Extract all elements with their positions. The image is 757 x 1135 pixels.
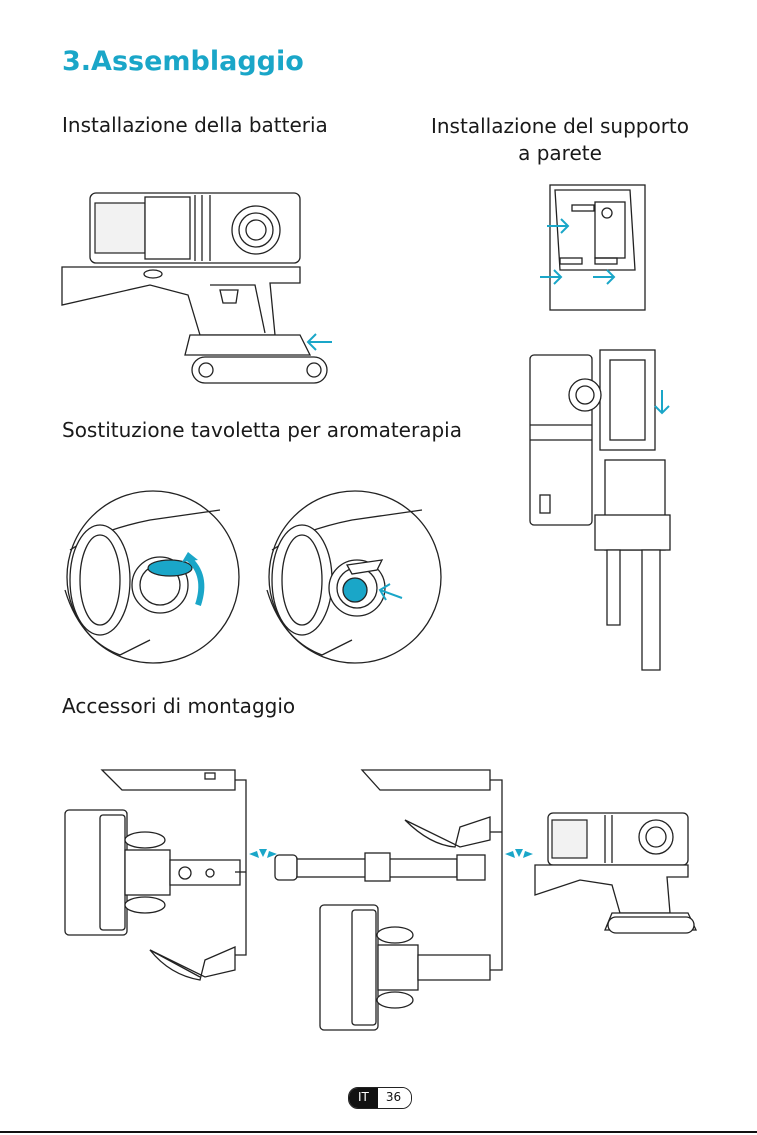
connect-dots-icon-2: [505, 849, 533, 858]
battery-pack: [185, 335, 310, 355]
heading-wall-mount-line2: a parete: [420, 140, 700, 167]
brush-tool-2: [405, 817, 490, 847]
connect-dots-icon: [249, 849, 277, 858]
wall-mount-hanging-illustration: [525, 345, 685, 675]
accessories-illustration: [60, 765, 700, 1040]
heading-accessories: Accessori di montaggio: [62, 694, 295, 718]
aroma-step1-illustration: [60, 490, 250, 665]
motor-vent-icon-2: [569, 379, 601, 411]
heading-battery-install: Installazione della batteria: [62, 113, 328, 137]
motor-vent-icon-3: [639, 820, 673, 854]
page-number: 36: [378, 1088, 411, 1108]
bottom-rule: [0, 1131, 757, 1133]
wall-bracket: [600, 350, 655, 450]
heading-wall-mount: Installazione del supporto a parete: [420, 113, 700, 167]
vacuum-tube: [642, 550, 660, 670]
aroma-tablet: [343, 578, 367, 602]
vacuum-handle-body: [62, 193, 327, 383]
wall-mount-screws-illustration: [535, 180, 655, 315]
heading-aroma-tablet: Sostituzione tavoletta per aromaterapia: [62, 418, 462, 442]
battery-install-illustration: [60, 185, 340, 385]
heading-wall-mount-line1: Installazione del supporto: [420, 113, 700, 140]
section-title: 3.Assemblaggio: [62, 46, 304, 77]
page-number-badge: IT 36: [348, 1087, 412, 1109]
language-code: IT: [349, 1088, 378, 1108]
aroma-step2-illustration: [262, 490, 452, 665]
crevice-tool-2: [362, 770, 490, 790]
insert-arrow-icon: [308, 334, 332, 350]
aroma-lid-open: [148, 560, 192, 576]
down-arrow-icon: [655, 390, 669, 413]
brush-tool: [150, 947, 235, 980]
